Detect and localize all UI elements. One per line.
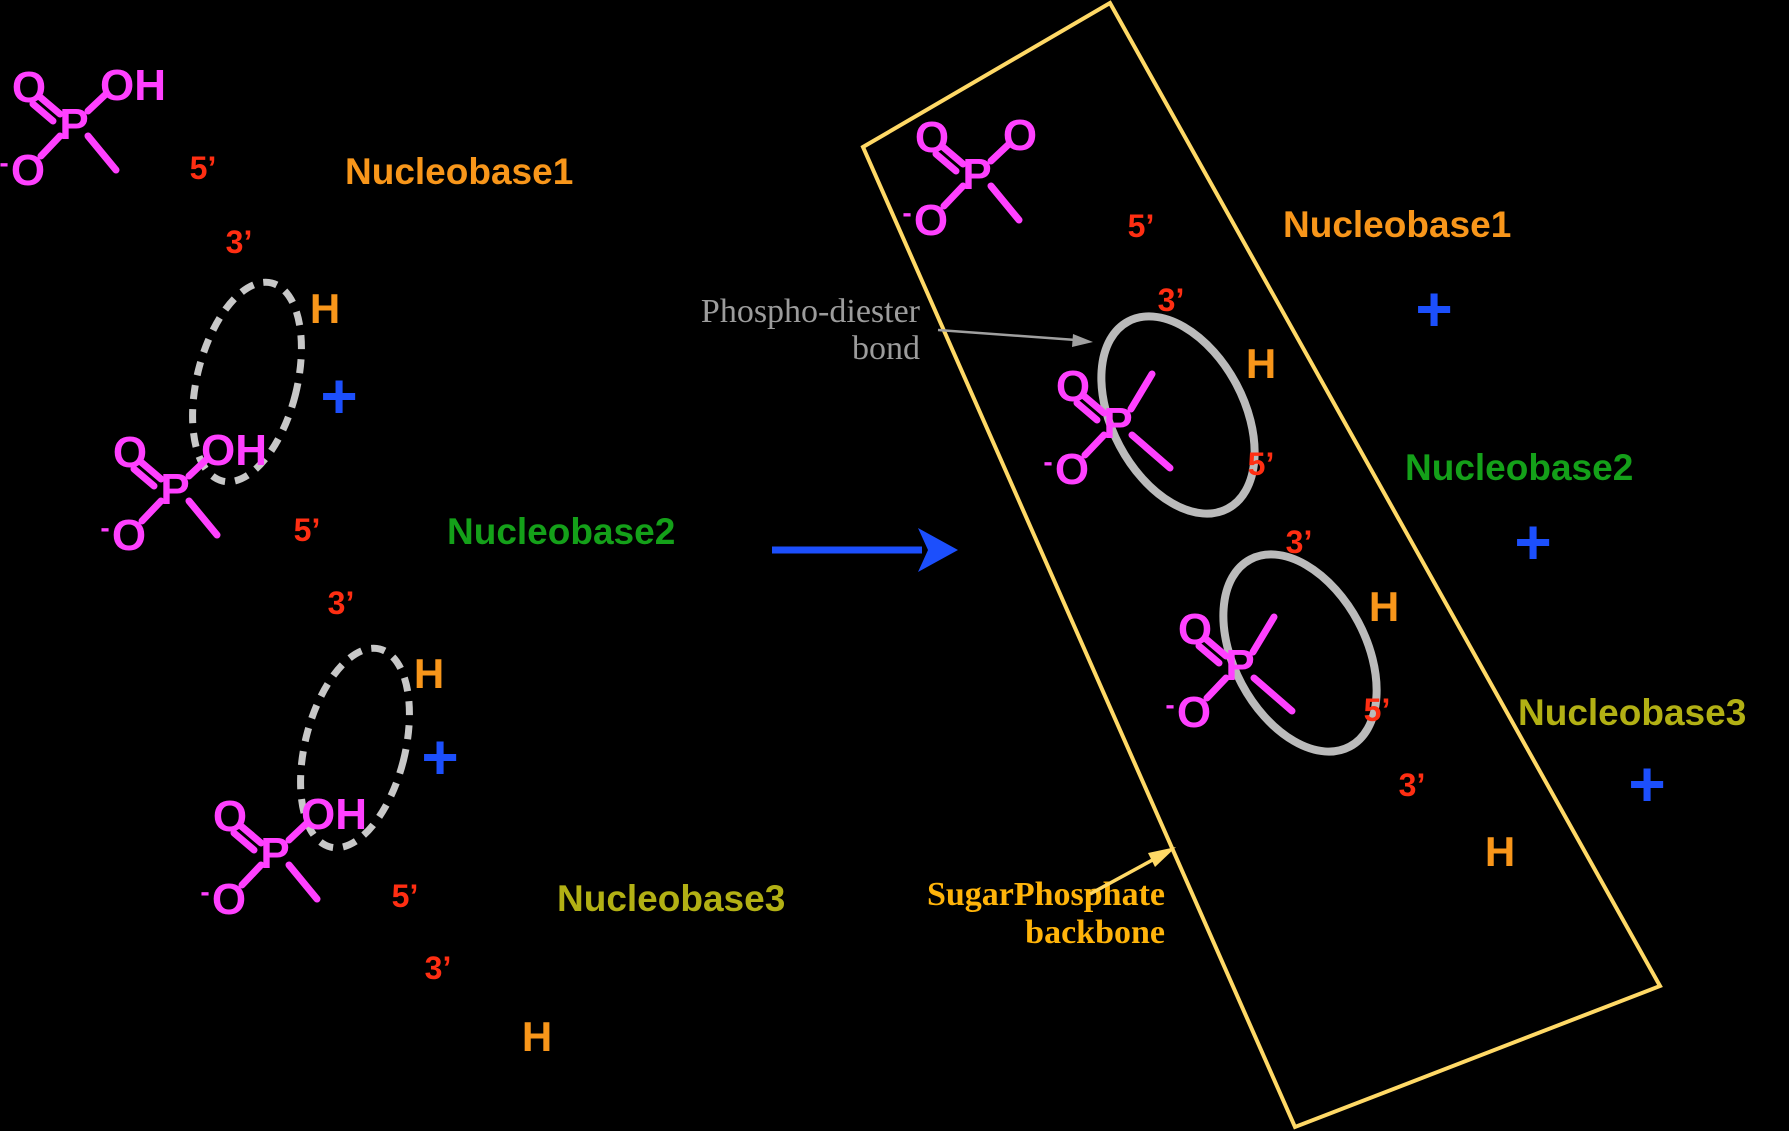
product-terminal-phosphate: O O P O - 5’ [902, 111, 1154, 245]
atom-p: P [260, 829, 289, 878]
five-prime-label: 5’ [1248, 446, 1275, 482]
five-prime-label: 5’ [392, 878, 419, 914]
three-prime-label: 3’ [226, 224, 253, 260]
backbone-label-line1: SugarPhosphate [927, 876, 1165, 913]
backbone-leader-arrowhead [1148, 847, 1176, 867]
atom-o-minus: O [914, 196, 948, 245]
reactant-nucleotide-1: O OH P O - 5’ 3’ Nucleobase1 [0, 61, 573, 260]
phosphodiester-label-line2: bond [852, 330, 920, 367]
atom-o: O [1003, 111, 1037, 160]
atom-o-minus: O [1177, 688, 1211, 737]
atom-p: P [1225, 641, 1254, 690]
h-label-2: H [414, 650, 444, 697]
phosphodiester-circle-1 [1097, 312, 1259, 518]
nucleobase2-label-product: Nucleobase2 [1405, 447, 1633, 488]
minus-sign: - [200, 876, 209, 907]
reaction-arrow [772, 528, 958, 572]
three-prime-label-end: 3’ [1399, 767, 1426, 803]
plus-sign-2: + [421, 721, 458, 793]
atom-o-minus: O [11, 146, 45, 195]
backbone-annotation: SugarPhosphate backbone [927, 847, 1176, 951]
atom-o-minus: O [1055, 445, 1089, 494]
atom-o-double: O [213, 792, 247, 841]
minus-sign: - [1165, 689, 1174, 720]
minus-sign: - [902, 197, 911, 228]
atom-p: P [962, 150, 991, 199]
sugar-phosphate-backbone-box [860, 0, 1663, 1130]
atom-oh: OH [301, 790, 367, 839]
plus-sign-4: + [1514, 506, 1551, 578]
three-prime-label: 3’ [1158, 282, 1185, 318]
reactant-nucleotide-2: O OH P O - 5’ 3’ Nucleobase2 [100, 426, 675, 621]
condensation-site-circle-2 [297, 644, 413, 852]
minus-sign: - [0, 147, 9, 178]
reactant-nucleotide-3: O OH P O - 5’ 3’ Nucleobase3 [200, 790, 785, 986]
nucleobase3-label-product: Nucleobase3 [1518, 692, 1746, 733]
three-prime-label: 3’ [1286, 524, 1313, 560]
five-prime-label: 5’ [294, 512, 321, 548]
three-prime-label: 3’ [328, 585, 355, 621]
phosphodiester-bond-annotation: Phospho-diester bond [701, 293, 1093, 367]
reaction-arrow-head [918, 528, 958, 572]
atom-p: P [59, 100, 88, 149]
h-label: H [1246, 340, 1276, 387]
minus-sign: - [100, 512, 109, 543]
phosphodiester-leader-line [937, 328, 1077, 342]
h-label-product: H [1485, 828, 1515, 875]
five-prime-label: 5’ [1128, 208, 1155, 244]
phosphodiester-label-line1: Phospho-diester [701, 293, 921, 330]
five-prime-label: 5’ [190, 150, 217, 186]
nucleobase3-label-reactant: Nucleobase3 [557, 878, 785, 919]
atom-o-double: O [113, 428, 147, 477]
nucleobase1-label-reactant: Nucleobase1 [345, 151, 573, 192]
product-phosphodiester-2: O P O - 3’ H 5’ 3’ [1165, 524, 1425, 803]
backbone-label-line2: backbone [1025, 914, 1165, 951]
plus-sign-5: + [1628, 748, 1665, 820]
phosphodiester-circle-2 [1219, 550, 1381, 756]
five-prime-label: 5’ [1364, 692, 1391, 728]
product-side-labels: Nucleobase1 + Nucleobase2 + Nucleobase3 … [1283, 204, 1746, 875]
plus-sign-3: + [1415, 273, 1452, 345]
minus-sign: - [1043, 446, 1052, 477]
nucleobase2-label-reactant: Nucleobase2 [447, 511, 675, 552]
atom-o-double: O [1056, 362, 1090, 411]
atom-o-double: O [12, 63, 46, 112]
atom-o-double: O [915, 113, 949, 162]
plus-sign-1: + [320, 360, 357, 432]
h-label: H [1369, 583, 1399, 630]
phosphodiester-leader-arrowhead [1072, 334, 1093, 347]
atom-p: P [1103, 399, 1132, 448]
atom-oh: OH [201, 426, 267, 475]
atom-o-minus: O [112, 511, 146, 560]
nucleobase1-label-product: Nucleobase1 [1283, 204, 1511, 245]
condensation-site-circle-1 [189, 278, 305, 486]
h-label-1: H [310, 285, 340, 332]
atom-o-minus: O [212, 875, 246, 924]
three-prime-label: 3’ [425, 950, 452, 986]
atom-oh: OH [100, 61, 166, 110]
atom-p: P [160, 465, 189, 514]
h-label-3: H [522, 1013, 552, 1060]
atom-o-double: O [1178, 605, 1212, 654]
backbone-leader-line [1089, 855, 1159, 896]
product-phosphodiester-1: O P O - 3’ H 5’ [1043, 282, 1276, 518]
